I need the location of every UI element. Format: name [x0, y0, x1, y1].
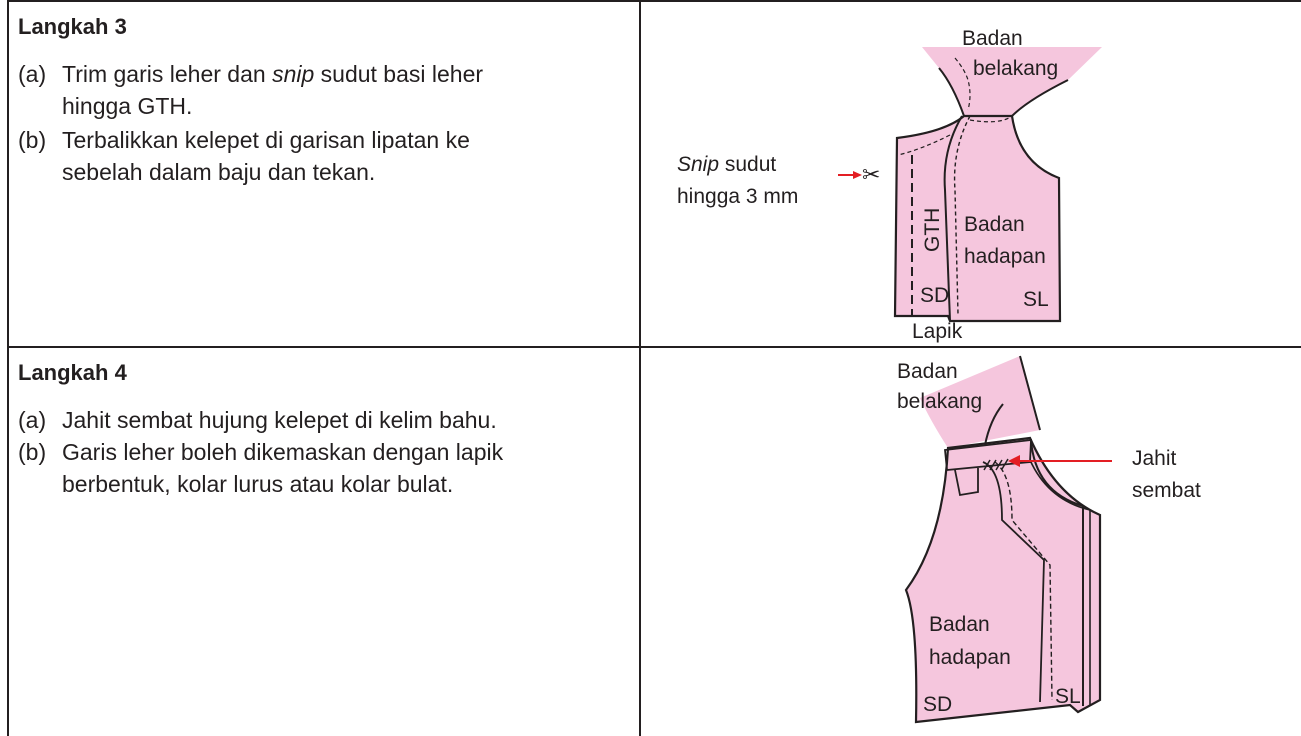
step-4-item-a: (a) Jahit sembat hujung kelepet di kelim …: [18, 404, 497, 436]
back-bodice-outline: [938, 67, 1069, 117]
item-label: (a): [18, 407, 47, 433]
tack-stitches: [983, 458, 1009, 471]
label-badan-hadapan: Badan: [964, 213, 1025, 236]
facing-stitch: [953, 115, 971, 315]
item-text: Garis leher boleh dikemaskan dengan lapi…: [62, 439, 504, 465]
item-text: sudut basi leher: [314, 61, 484, 87]
label-badan-hadapan: hadapan: [964, 245, 1046, 268]
front-bodice-shape: [893, 114, 1062, 323]
label-jahit-sembat: sembat: [1132, 479, 1201, 502]
label-sd: SD: [923, 693, 953, 716]
label-gth: GTH: [921, 207, 944, 252]
item-text: hingga GTH.: [62, 93, 193, 119]
back-dashed-curve: [954, 57, 971, 111]
label-snip: Snip sudut: [677, 153, 777, 176]
step-4-title: Langkah 4: [18, 360, 127, 385]
item-emphasis: snip: [272, 61, 315, 87]
step-4-item-b: (b) Garis leher boleh dikemaskan dengan l…: [18, 436, 503, 500]
step-3-title: Langkah 3: [18, 14, 127, 39]
back-bodice-shape: [922, 47, 1102, 116]
facing-edge: [1029, 459, 1091, 706]
back-bodice-shape: [920, 356, 1040, 448]
label-lapik: Lapik: [912, 320, 963, 343]
item-label: (b): [18, 127, 47, 153]
label-sl: SL: [1055, 685, 1081, 708]
facing-fold: [943, 115, 963, 322]
back-bodice-outline: [984, 355, 1041, 446]
item-text: sebelah dalam baju dan tekan.: [62, 159, 376, 185]
jahit-arrow-head: [1008, 455, 1020, 467]
step-4-illustration: [904, 355, 1112, 724]
label-sd: SD: [920, 284, 950, 307]
step-3-item-b: (b) Terbalikkan kelepet di garisan lipata…: [18, 124, 470, 188]
label-snip-emphasis: Snip: [677, 153, 720, 176]
neck-stitch: [897, 115, 1013, 156]
item-label: (a): [18, 61, 47, 87]
item-text: Jahit sembat hujung kelepet di kelim bah…: [62, 407, 497, 433]
table-border: [7, 0, 1301, 736]
snip-arrow-head: [853, 171, 862, 179]
step-3-illustration: ✂: [838, 47, 1102, 323]
label-badan-belakang: belakang: [973, 57, 1059, 80]
item-text: berbentuk, kolar lurus atau kolar bulat.: [62, 471, 454, 497]
label-badan-hadapan: Badan: [929, 613, 990, 636]
label-badan-belakang: belakang: [897, 390, 983, 413]
row-divider: [7, 346, 1301, 348]
label-badan-hadapan: hadapan: [929, 646, 1011, 669]
front-bodice-shape: [904, 436, 1102, 724]
label-badan-belakang: Badan: [897, 360, 958, 383]
column-divider: [639, 0, 641, 736]
facing-stitch: [994, 461, 1053, 701]
step-3-item-a: (a) Trim garis leher dan snip sudut basi …: [18, 58, 483, 122]
label-badan-belakang: Badan: [962, 27, 1023, 50]
item-text: Terbalikkan kelepet di garisan lipatan k…: [62, 127, 470, 153]
item-text: Trim garis leher dan: [62, 61, 273, 87]
item-label: (b): [18, 439, 47, 465]
label-jahit-sembat: Jahit: [1132, 447, 1177, 470]
label-snip-depth: hingga 3 mm: [677, 185, 799, 208]
facing-edge: [1030, 439, 1084, 706]
scissors-icon: ✂: [862, 163, 880, 188]
label-sl: SL: [1023, 288, 1049, 311]
